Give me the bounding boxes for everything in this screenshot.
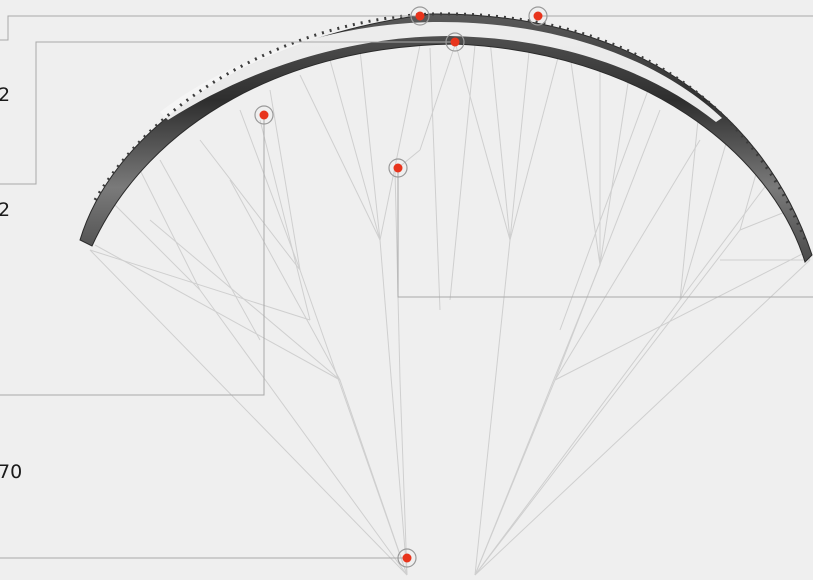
leader-line-top-left: [0, 15, 420, 41]
callout-label-a: 2: [0, 84, 11, 106]
callout-label-b: 2: [0, 199, 11, 221]
hotspot-leading-edge[interactable]: [445, 32, 465, 52]
leader-lines: [0, 15, 813, 559]
leader-line-mid-right: [397, 168, 813, 298]
hotspot-line-cascade[interactable]: [388, 158, 408, 178]
hotspot-top-right[interactable]: [528, 6, 548, 26]
hotspot-risers[interactable]: [397, 548, 417, 568]
canopy: [79, 12, 813, 263]
leader-line-upper-left: [0, 41, 455, 185]
hotspot-top-left[interactable]: [410, 6, 430, 26]
callout-label-c: 70: [0, 461, 23, 483]
leader-line-mid-left: [0, 115, 265, 396]
hotspot-left-canopy[interactable]: [254, 105, 274, 125]
suspension-lines: [89, 39, 811, 576]
